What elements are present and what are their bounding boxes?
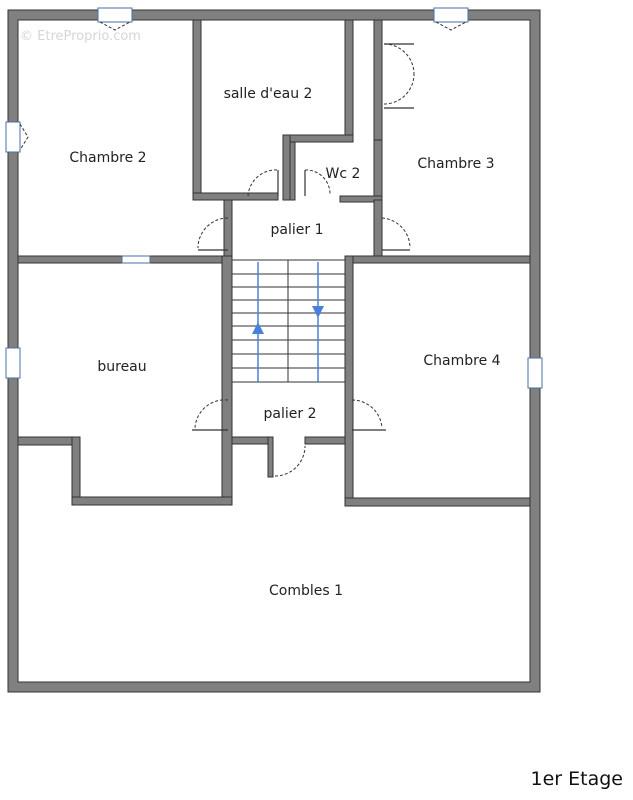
- wall-chambre3-left: [373, 19, 383, 141]
- wall-wc-left2: [289, 141, 296, 201]
- wall-sde-bottom2: [282, 134, 354, 143]
- wall-palier2-bottom2: [304, 436, 346, 445]
- wall-palier1-left: [223, 199, 233, 261]
- doors: [192, 43, 415, 477]
- room-label-chambre2: Chambre 2: [69, 150, 146, 166]
- stair-up-arrow-icon: [252, 322, 264, 334]
- watermark-text: © EtreProprio.com: [20, 29, 141, 44]
- stair-down-arrow-icon: [312, 306, 324, 318]
- wall-wc-bottom: [339, 195, 383, 203]
- wall-sde-bottom: [192, 192, 279, 201]
- room-label-combles1: Combles 1: [269, 583, 343, 599]
- floor-label: 1er Etage: [530, 768, 623, 790]
- wall-stub-left: [267, 436, 274, 478]
- wall-sde-right: [344, 19, 354, 139]
- wall-chambre3-bottom: [344, 255, 531, 264]
- room-label-palier1: palier 1: [271, 222, 324, 238]
- room-label-salle-deau2: salle d'eau 2: [224, 86, 313, 102]
- room-label-palier2: palier 2: [264, 406, 317, 422]
- wall-wc-left: [282, 134, 291, 201]
- room-label-wc2: Wc 2: [326, 166, 361, 182]
- room-label-chambre4: Chambre 4: [423, 353, 500, 369]
- room-label-bureau: bureau: [97, 359, 146, 375]
- outer-wall: [7, 9, 541, 693]
- wall-chambre4-bottom: [344, 497, 531, 507]
- wall-chambre2-right: [192, 19, 202, 199]
- wall-chambre3-left2: [373, 199, 383, 259]
- wall-bureau-bottom: [17, 436, 81, 446]
- wall-bureau-right: [221, 255, 233, 503]
- wall-bureau-bottom2: [71, 496, 233, 506]
- wall-bureau-notch: [71, 436, 81, 506]
- staircase: [231, 259, 346, 383]
- wall-chambre4-left: [344, 255, 354, 507]
- room-label-chambre3: Chambre 3: [417, 156, 494, 172]
- wall-palier2-bottom: [231, 436, 271, 445]
- windows: [5, 7, 543, 389]
